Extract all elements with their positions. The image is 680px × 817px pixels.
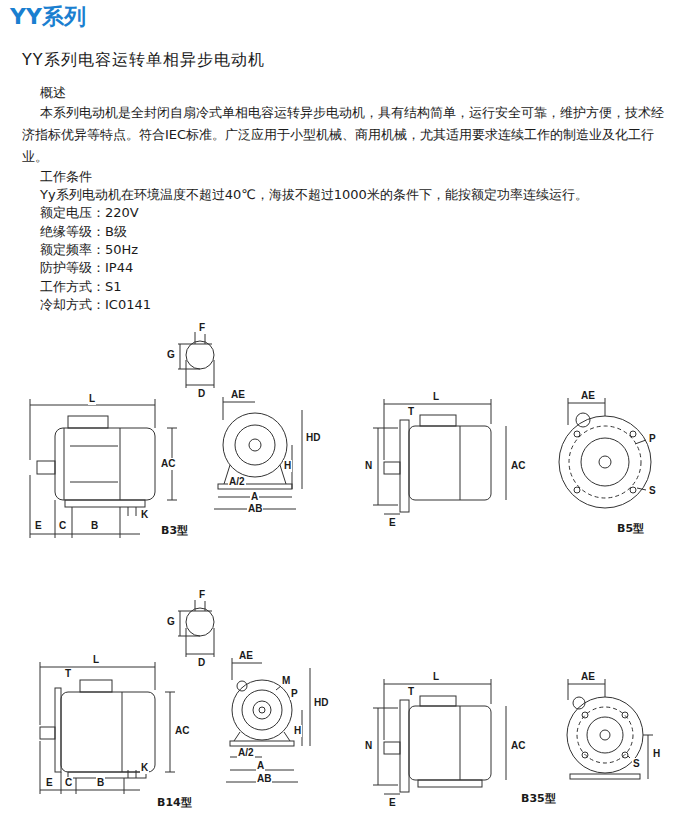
dimension-label: T xyxy=(407,406,415,418)
motor-front-b14 xyxy=(226,658,310,782)
dimension-label: AE xyxy=(230,389,246,401)
dimension-label: AB xyxy=(256,773,272,785)
dimension-label: G xyxy=(166,349,176,361)
spec-item: 额定频率：50Hz xyxy=(40,242,138,258)
dimension-label: A/2 xyxy=(237,747,255,759)
spec-item: 额定电压：220V xyxy=(40,205,139,221)
dimension-label: AC xyxy=(174,725,190,737)
dimension-label: F xyxy=(198,589,206,601)
dimension-label: A/2 xyxy=(228,476,246,488)
dimension-label: T xyxy=(407,686,415,698)
dimension-label: S xyxy=(648,485,657,497)
dimension-label: D xyxy=(197,657,206,669)
page-title: YY系列 xyxy=(10,4,86,30)
dimension-label: B xyxy=(90,520,99,532)
dimension-label: D xyxy=(197,388,206,400)
dimension-label: A xyxy=(256,760,265,772)
dimension-label: P xyxy=(290,688,299,700)
spec-item: 冷却方式：IC0141 xyxy=(40,297,151,313)
shaft-section xyxy=(178,600,214,657)
dimension-label: T xyxy=(64,668,72,680)
view-label: B35型 xyxy=(520,792,557,805)
dimension-label: B xyxy=(96,777,105,789)
dimension-label: E xyxy=(388,797,397,809)
dimension-label: N xyxy=(364,740,373,752)
dimension-label: E xyxy=(388,517,397,529)
body-text: Yy系列电动机在环境温度不超过40℃，海拔不超过1000米的条件下，能按额定功率… xyxy=(40,187,588,203)
motor-front-b35 xyxy=(567,679,653,779)
dimension-label: N xyxy=(364,460,373,472)
view-label: B5型 xyxy=(616,522,645,535)
motor-side-b14 xyxy=(40,662,175,794)
dimension-label: H xyxy=(283,460,292,472)
spec-item: 防护等级：IP44 xyxy=(40,260,133,276)
dimension-label: AE xyxy=(580,390,596,402)
dimension-label: M xyxy=(281,675,291,687)
motor-front-b3 xyxy=(214,397,302,509)
dimension-label: K xyxy=(140,762,149,774)
subtitle: YY系列电容运转单相异步电动机 xyxy=(22,50,265,69)
view-label: B14型 xyxy=(156,796,193,809)
dimension-label: H xyxy=(652,748,661,760)
dimension-label: AC xyxy=(510,460,526,472)
motor-front-b5 xyxy=(559,398,651,508)
dimension-label: AE xyxy=(580,671,596,683)
dimension-label: H xyxy=(293,725,302,737)
dimension-label: C xyxy=(64,777,73,789)
motor-side-b35 xyxy=(373,679,506,794)
dimension-label: K xyxy=(140,509,149,521)
motor-side-b3 xyxy=(30,399,177,538)
spec-item: 工作方式：S1 xyxy=(40,279,122,295)
dimension-label: HD xyxy=(305,432,321,444)
dimension-label: E xyxy=(45,777,54,789)
dimension-label: HD xyxy=(313,697,329,709)
dimension-label: E xyxy=(34,520,43,532)
spec-item: 绝缘等级：B级 xyxy=(40,224,127,240)
section-heading: 概述 xyxy=(40,85,66,101)
dimension-label: L xyxy=(92,654,100,666)
view-label: B3型 xyxy=(160,524,189,537)
section-heading: 工作条件 xyxy=(40,169,92,185)
dimension-label: L xyxy=(432,671,440,683)
dimension-label: AC xyxy=(160,458,176,470)
dimension-label: F xyxy=(198,322,206,334)
dimension-label: L xyxy=(432,391,440,403)
dimension-label: AC xyxy=(510,740,526,752)
dimension-label: L xyxy=(88,393,96,405)
shaft-section xyxy=(178,332,214,388)
dimension-label: P xyxy=(648,433,657,445)
dimension-label: AE xyxy=(238,650,254,662)
dimension-label: AB xyxy=(247,503,263,515)
dimension-label: A xyxy=(250,491,259,503)
dimension-label: G xyxy=(166,616,176,628)
motor-side-b5 xyxy=(373,399,506,514)
dimension-label: C xyxy=(58,520,67,532)
dimension-label: S xyxy=(632,758,641,770)
body-text: 本系列电动机是全封闭自扇冷式单相电容运转异步电动机，具有结构简单，运行安全可靠，… xyxy=(22,102,670,168)
